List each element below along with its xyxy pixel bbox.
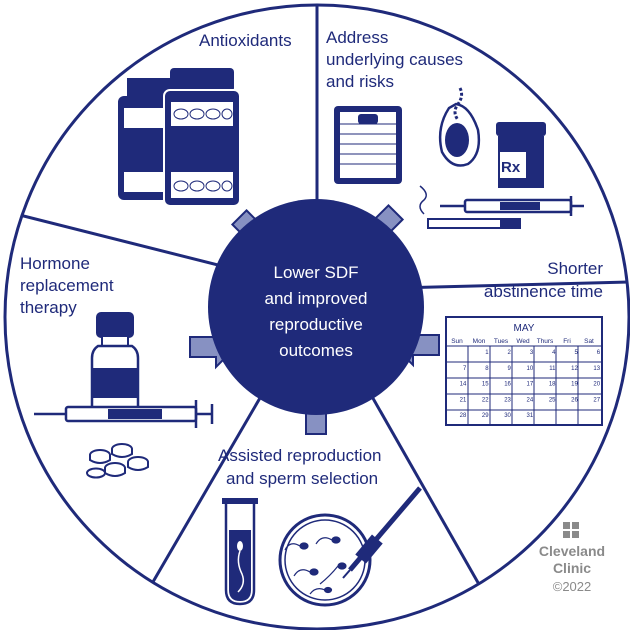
- center-line-3: reproductive: [269, 315, 363, 334]
- calendar-date: 16: [504, 382, 511, 388]
- label-address-2: underlying causes: [326, 50, 463, 69]
- calendar-date: 14: [460, 382, 467, 388]
- center-line-1: Lower SDF: [273, 263, 358, 282]
- label-address-1: Address: [326, 28, 388, 47]
- calendar-date: 2: [508, 350, 512, 356]
- label-antioxidants: Antioxidants: [199, 31, 292, 50]
- calendar-date: 21: [460, 397, 467, 403]
- label-hormone-2: replacement: [20, 276, 114, 295]
- supplement-jars-icon: [118, 68, 241, 207]
- center-line-2: and improved: [264, 289, 367, 308]
- calendar-date: 26: [571, 397, 578, 403]
- cigarette-icon: [419, 185, 521, 229]
- logo-name-2: Clinic: [553, 560, 591, 576]
- cleveland-clinic-logo: Cleveland Clinic ©2022: [539, 522, 605, 594]
- rx-label: Rx: [501, 159, 521, 176]
- calendar-date: 10: [527, 366, 534, 372]
- prescription-bottle-icon: Rx: [496, 122, 546, 188]
- label-abstinence-1: Shorter: [547, 259, 603, 278]
- calendar-month: MAY: [514, 323, 535, 334]
- address-syringe-icon: [440, 196, 584, 216]
- calendar-day-wed: Wed: [516, 338, 530, 345]
- center-circle: [208, 199, 424, 415]
- cleveland-clinic-mark-icon: [563, 522, 579, 538]
- label-address-3: and risks: [326, 72, 394, 91]
- center-line-4: outcomes: [279, 341, 353, 360]
- calendar-date: 15: [482, 382, 489, 388]
- calendar-date: 17: [527, 382, 534, 388]
- calendar-date: 3: [530, 350, 534, 356]
- calendar-date: 18: [549, 382, 556, 388]
- label-hormone-3: therapy: [20, 298, 77, 317]
- label-abstinence-2: abstinence time: [484, 282, 603, 301]
- calendar-date: 28: [460, 413, 467, 419]
- calendar-date: 25: [549, 397, 556, 403]
- scale-icon: [334, 106, 402, 184]
- hormone-syringe-icon: [34, 400, 214, 428]
- calendar-date: 12: [571, 366, 578, 372]
- calendar-day-tues: Tues: [494, 338, 509, 345]
- calendar-day-mon: Mon: [473, 338, 486, 345]
- calendar-day-sun: Sun: [451, 338, 463, 345]
- calendar-date: 9: [508, 366, 512, 372]
- calendar-date: 5: [574, 350, 578, 356]
- label-hormone-1: Hormone: [20, 254, 90, 273]
- calendar-date: 24: [527, 397, 534, 403]
- center-title: Lower SDF and improved reproductive outc…: [264, 263, 367, 360]
- calendar-date: 30: [504, 413, 511, 419]
- calendar-date: 7: [463, 366, 467, 372]
- calendar-date: 22: [482, 397, 489, 403]
- calendar-date: 23: [504, 397, 511, 403]
- vial-icon: [90, 312, 140, 416]
- calendar-date: 20: [593, 382, 600, 388]
- calendar-date: 27: [593, 397, 600, 403]
- calendar-date: 4: [552, 350, 556, 356]
- calendar-weekdays: Sun Mon Tues Wed Thurs Fri Sat: [451, 338, 594, 345]
- calendar-grid: [445, 345, 603, 426]
- petri-dish-icon: [278, 486, 422, 607]
- calendar-date: 29: [482, 413, 489, 419]
- calendar-day-sat: Sat: [584, 338, 594, 345]
- logo-copyright: ©2022: [553, 579, 592, 594]
- calendar-day-fri: Fri: [563, 338, 571, 345]
- label-assisted-1: Assisted reproduction: [218, 446, 381, 465]
- calendar-date: 11: [549, 366, 556, 372]
- label-assisted-2: and sperm selection: [226, 469, 378, 488]
- calendar-date: 6: [597, 350, 601, 356]
- calendar-date: 31: [527, 413, 534, 419]
- logo-name-1: Cleveland: [539, 543, 605, 559]
- test-tube-icon: [222, 498, 258, 606]
- pills-icon: [86, 443, 149, 479]
- calendar-day-thurs: Thurs: [537, 338, 554, 345]
- calendar-date: 19: [571, 382, 578, 388]
- calendar-date: 8: [485, 366, 489, 372]
- calendar-date: 13: [593, 366, 600, 372]
- calendar-date: 1: [485, 350, 489, 356]
- testicle-icon: [438, 87, 481, 167]
